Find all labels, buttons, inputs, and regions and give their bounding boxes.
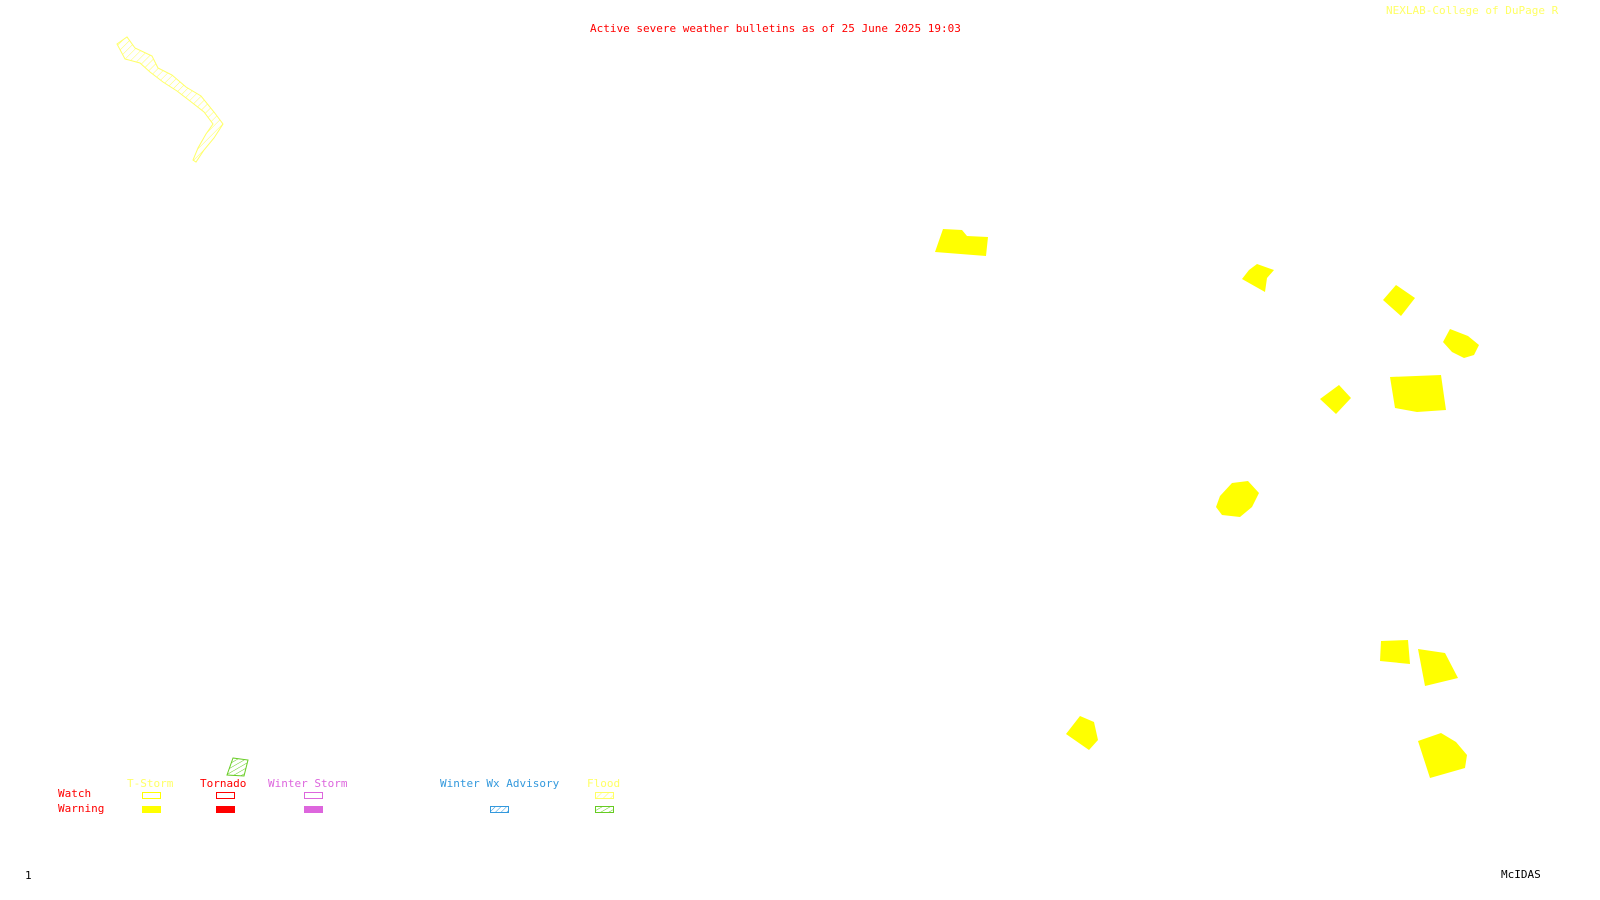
tstorm-warning-area: [1383, 285, 1415, 316]
tstorm-warning-area: [1418, 649, 1458, 686]
credit-label: NEXLAB-College of DuPage R: [1386, 4, 1559, 17]
bulletin-title: Active severe weather bulletins as of 25…: [590, 22, 961, 35]
legend-row-warning: Warning: [58, 802, 105, 815]
flood-watch-area: [116, 36, 224, 163]
tstorm-watch-swatch: [142, 792, 161, 799]
flood-watch-swatch: [595, 792, 614, 799]
winter-storm-watch-swatch: [304, 792, 323, 799]
tstorm-warning-area: [1242, 264, 1274, 292]
tstorm-warning-area: [1418, 733, 1467, 778]
tstorm-warning-swatch: [142, 806, 161, 813]
tstorm-warning-area: [1320, 385, 1351, 414]
legend-winter-wx-advisory-label: Winter Wx Advisory: [440, 777, 560, 790]
tornado-watch-swatch: [216, 792, 235, 799]
tstorm-warning-area: [1066, 716, 1098, 750]
tstorm-warning-area: [1443, 329, 1479, 358]
tornado-warning-swatch: [216, 806, 235, 813]
winter-wx-advisory-swatch: [490, 806, 509, 813]
frame-number: 1: [25, 869, 32, 882]
legend-tornado-label: Tornado: [200, 777, 247, 790]
legend-flood-label: Flood: [587, 777, 621, 790]
software-label: McIDAS: [1501, 868, 1541, 881]
winter-storm-warning-swatch: [304, 806, 323, 813]
legend-tstorm-label: T-Storm: [127, 777, 174, 790]
flood-warning-swatch: [595, 806, 614, 813]
tstorm-warning-area: [1216, 481, 1259, 517]
tstorm-warning-area: [1390, 375, 1446, 412]
tstorm-warning-area: [935, 229, 988, 256]
tstorm-warning-area: [1380, 640, 1410, 664]
legend-row-watch: Watch: [58, 787, 92, 800]
flood-warning-area: [226, 757, 249, 777]
legend-winter-storm-label: Winter Storm: [268, 777, 348, 790]
